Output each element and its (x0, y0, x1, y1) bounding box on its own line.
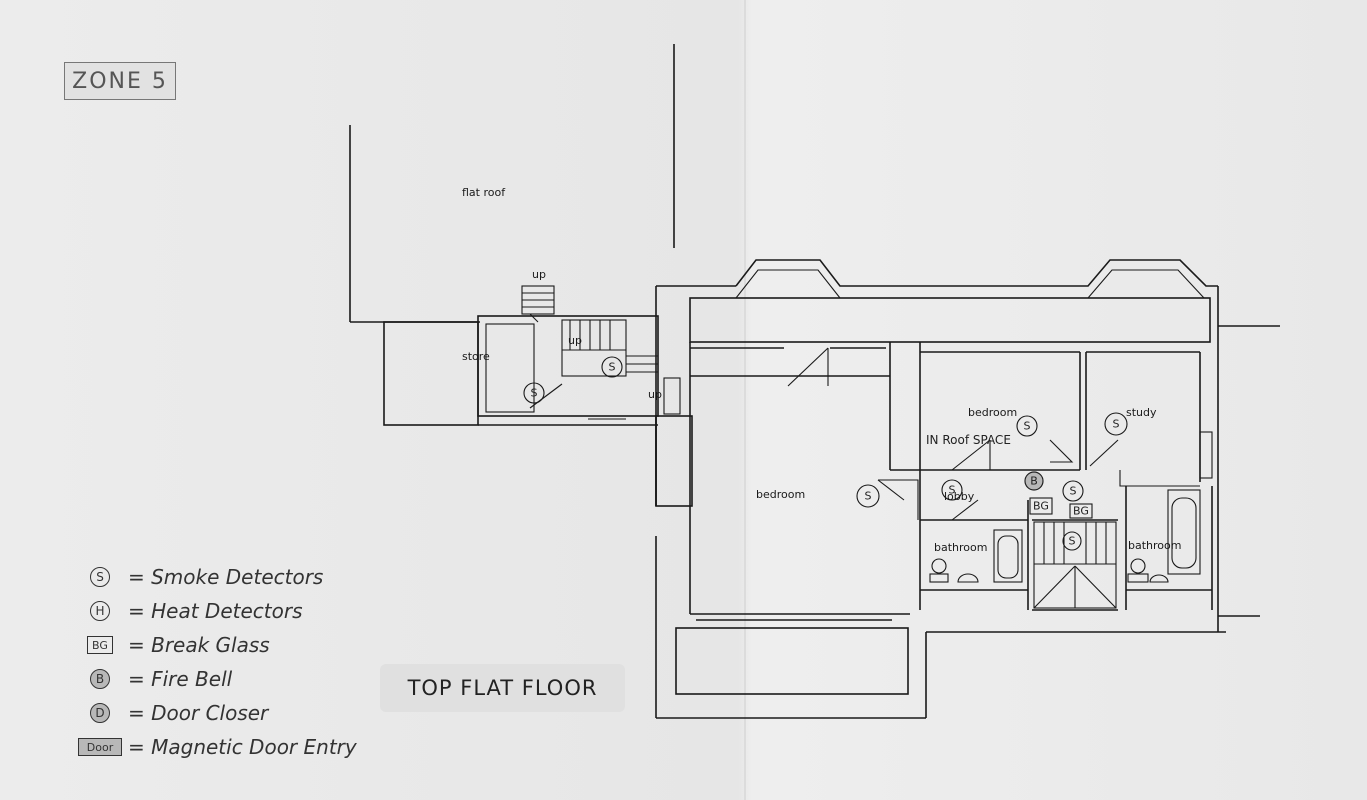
room-label-bedroom-main: bedroom (756, 488, 805, 501)
stair-up-label-3: up (648, 388, 662, 401)
paper-fold (744, 0, 746, 800)
legend-text: = Smoke Detectors (128, 565, 324, 589)
fire-bell-icon: B (90, 669, 110, 689)
smoke-detector: S (1062, 480, 1084, 502)
smoke-detector: S (1062, 531, 1082, 551)
flat-roof-outline (349, 44, 675, 323)
legend-text: = Door Closer (128, 701, 269, 725)
svg-text:S: S (865, 490, 872, 503)
magnetic-door-icon: Door (78, 738, 122, 756)
svg-text:BG: BG (1073, 505, 1089, 518)
room-label-bathroom-1: bathroom (934, 541, 987, 554)
legend: S = Smoke Detectors H = Heat Detectors B… (72, 560, 402, 764)
legend-row-smoke: S = Smoke Detectors (72, 560, 402, 594)
legend-row-door-closer: D = Door Closer (72, 696, 402, 730)
svg-text:S: S (1024, 420, 1031, 433)
door-closer-icon: D (90, 703, 110, 723)
heat-detector-icon: H (90, 601, 110, 621)
svg-text:S: S (1113, 418, 1120, 431)
svg-text:BG: BG (1033, 500, 1049, 513)
zone-label: ZONE 5 (64, 62, 176, 100)
smoke-detector: S (856, 484, 880, 508)
svg-text:S: S (531, 387, 538, 400)
stair-up-label-1: up (532, 268, 546, 281)
smoke-detector: S (1104, 412, 1128, 436)
room-label-study: study (1126, 406, 1157, 419)
room-label-bedroom-2: bedroom (968, 406, 1017, 419)
legend-text: = Magnetic Door Entry (128, 735, 357, 759)
stair-up-label-2: up (568, 334, 582, 347)
fire-bell: B (1024, 471, 1044, 491)
main-building-walls (655, 259, 1280, 719)
svg-text:S: S (1070, 485, 1077, 498)
smoke-detector: S (601, 356, 623, 378)
svg-text:S: S (609, 361, 616, 374)
store-walls (383, 285, 681, 426)
smoke-detector: S (941, 479, 963, 501)
break-glass: BG (1069, 503, 1093, 519)
floor-title: TOP FLAT FLOOR (380, 664, 625, 712)
room-label-bathroom-2: bathroom (1128, 539, 1181, 552)
in-roof-space-note: IN Roof SPACE (926, 433, 1011, 447)
svg-text:B: B (1030, 475, 1038, 488)
legend-row-break-glass: BG = Break Glass (72, 628, 402, 662)
legend-text: = Fire Bell (128, 667, 233, 691)
room-label-flat-roof: flat roof (462, 186, 506, 199)
room-label-store: store (462, 350, 490, 363)
legend-row-fire-bell: B = Fire Bell (72, 662, 402, 696)
smoke-detector: S (523, 382, 545, 404)
smoke-detector: S (1016, 415, 1038, 437)
svg-text:S: S (1069, 535, 1076, 548)
smoke-detector-icon: S (90, 567, 110, 587)
legend-text: = Heat Detectors (128, 599, 303, 623)
svg-text:S: S (949, 484, 956, 497)
legend-text: = Break Glass (128, 633, 270, 657)
break-glass: BG (1029, 497, 1053, 515)
legend-row-magnetic-door: Door = Magnetic Door Entry (72, 730, 402, 764)
legend-row-heat: H = Heat Detectors (72, 594, 402, 628)
break-glass-icon: BG (87, 636, 113, 654)
